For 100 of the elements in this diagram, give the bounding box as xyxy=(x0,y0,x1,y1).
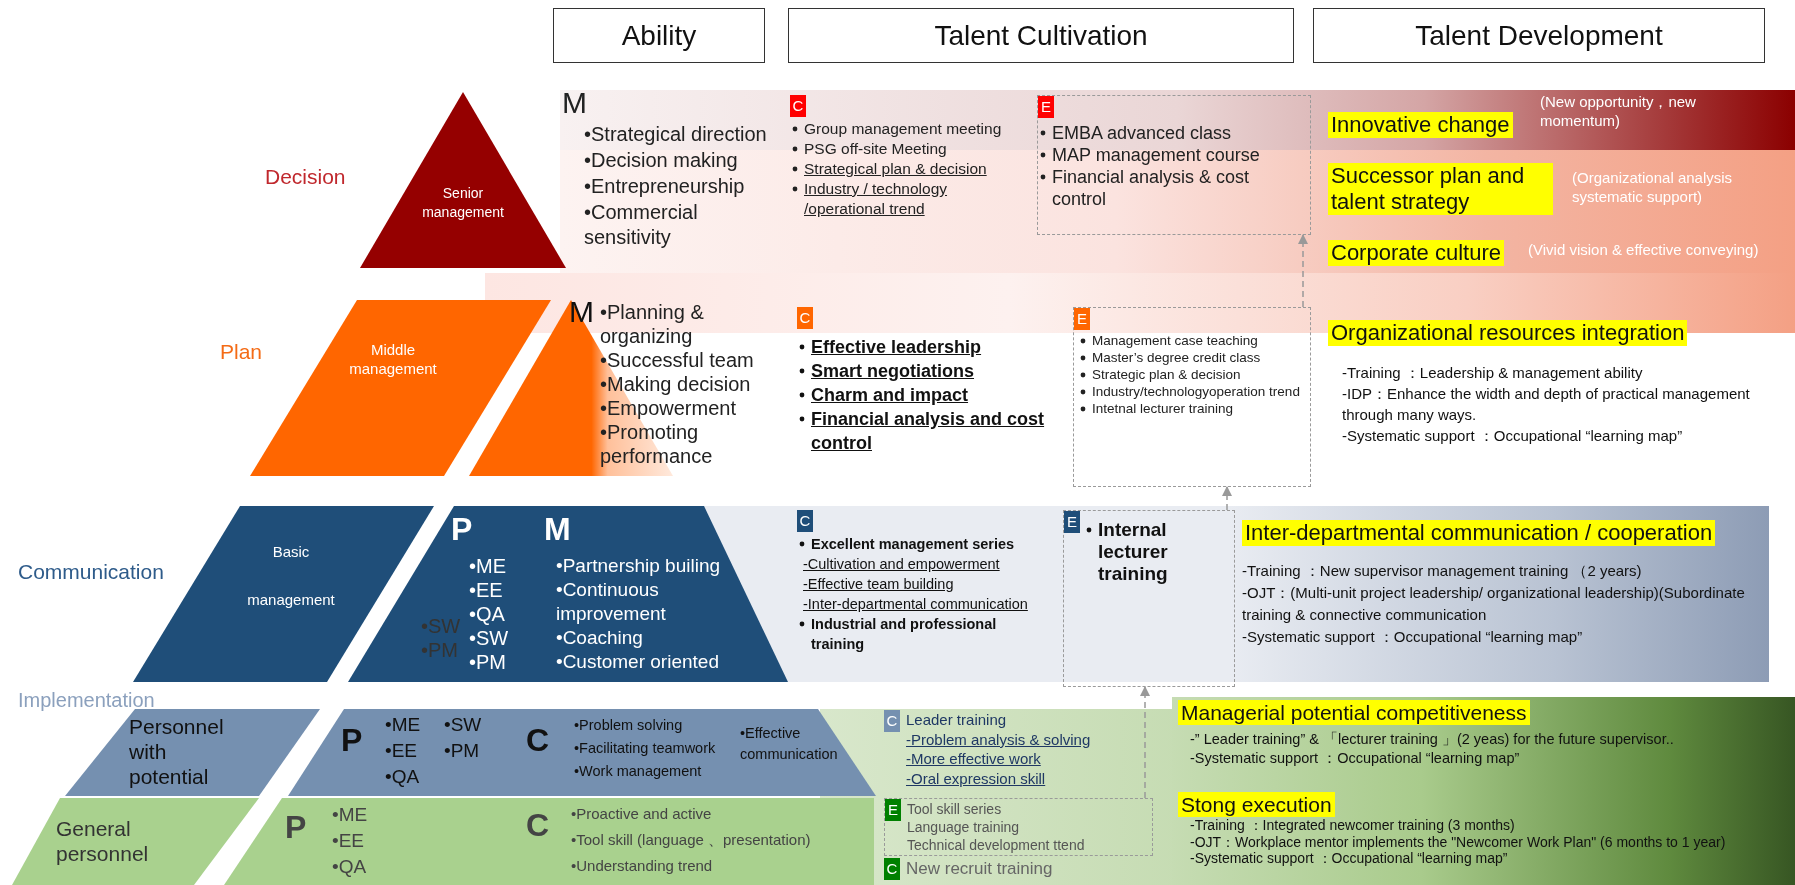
list-item: Technical development ttend xyxy=(906,836,1086,854)
list-item: •SW xyxy=(444,713,482,737)
section-letter: C xyxy=(526,806,550,845)
list-item: •Customer oriented xyxy=(556,650,720,674)
section-letter: C xyxy=(526,721,550,760)
list-item: Financial analysis & cost control xyxy=(1052,166,1251,210)
list-item: Internal lecturer training xyxy=(1098,519,1169,585)
description-text: -Systematic support ：Occupational “learning map” xyxy=(1190,850,1509,867)
list-item: EMBA advanced class xyxy=(1052,122,1233,144)
list-item: Management case teaching xyxy=(1092,332,1259,349)
tier-label: General personnel xyxy=(56,816,150,866)
description-text: (Organizational analysis systematic support) xyxy=(1572,168,1734,206)
list-item: •Tool skill (language 、presentation) xyxy=(571,830,812,850)
list-item: Industry/technologyoperation trend xyxy=(1092,383,1301,400)
highlighted-heading: Successor plan and talent strategy xyxy=(1328,163,1553,215)
description-text: -Training ：Integrated newcomer training (3 months) xyxy=(1190,817,1516,834)
list-item: Master’s degree credit class xyxy=(1092,349,1262,366)
description-text: -Systematic support ：Occupational “learning map” xyxy=(1190,749,1521,768)
category-tag: C xyxy=(797,510,813,532)
tier-label: Middle management xyxy=(348,340,438,378)
list-item: •Partnership builing xyxy=(556,554,722,578)
list-item: •Commercial sensitivity xyxy=(584,200,699,250)
list-item: •ME xyxy=(332,803,368,827)
list-item: •ME xyxy=(385,713,421,737)
list-item: •Strategical direction xyxy=(584,122,767,147)
list-item: •PM xyxy=(469,650,507,674)
column-header: Talent Development xyxy=(1313,8,1765,63)
tier-label: Basic management xyxy=(246,542,336,610)
list-item: •Continuous improvement xyxy=(556,578,667,626)
list-item: •PM xyxy=(444,739,481,763)
list-item: -Problem analysis & solving xyxy=(905,729,1092,749)
list-item: Intetnal lecturer training xyxy=(1092,400,1235,417)
description-text: -OJT：Workplace mentor implements the "Newcomer Work Plan" (6 months to 1 year) xyxy=(1190,833,1727,850)
description-text: (Vivid vision & effective conveying) xyxy=(1528,240,1760,259)
list-item: Financial analysis and cost control xyxy=(811,408,1046,455)
highlighted-heading: Corporate culture xyxy=(1328,240,1504,266)
list-item: Group management meeting xyxy=(804,119,1003,139)
list-item: •Entrepreneurship xyxy=(584,174,745,199)
category-tag: C xyxy=(884,710,900,732)
list-item: •EE xyxy=(385,739,418,763)
category-tag: C xyxy=(797,307,813,329)
highlighted-heading: Stong execution xyxy=(1178,792,1335,817)
list-item: •Work management xyxy=(574,762,703,781)
list-item: -Oral expression skill xyxy=(905,768,1047,788)
list-item: Language training xyxy=(906,818,1021,836)
list-item: Industry / technology /operational trend xyxy=(804,179,949,219)
list-item: •Decision making xyxy=(584,148,738,173)
list-item: -Inter-departmental communication xyxy=(802,595,1029,614)
description-text: -” Leader training” & 「lecturer training 」(2 yeas) for the future supervisor.. xyxy=(1190,730,1675,749)
dashed-frame xyxy=(1073,307,1311,487)
description-text: -Training ：New supervisor management training （2 years) xyxy=(1242,561,1643,581)
level-label: Communication xyxy=(18,560,164,584)
list-item: •Effective communication xyxy=(740,724,839,764)
section-letter: M xyxy=(562,85,587,121)
highlighted-heading: Managerial potential competitiveness xyxy=(1178,700,1530,725)
description-text: -Systematic support ：Occupational “learning map” xyxy=(1242,627,1584,647)
dashed-arrow xyxy=(1139,685,1151,799)
list-item: Leader training xyxy=(905,710,1008,730)
tier-label: Senior management xyxy=(421,184,505,222)
highlighted-heading: Inter-departmental communication / cooperation xyxy=(1242,520,1716,546)
category-tag: E xyxy=(1064,511,1080,533)
list-item: •ME xyxy=(469,554,507,578)
list-item: Charm and impact xyxy=(811,384,970,407)
list-item: Industrial and professional training xyxy=(811,615,998,654)
list-item: •QA xyxy=(332,855,368,879)
description-text: -Training ：Leadership & management ability xyxy=(1342,363,1644,383)
column-header: Talent Cultivation xyxy=(788,8,1294,63)
list-item: •SW xyxy=(421,614,461,638)
description-text: -OJT：(Multi-unit project leadership/ organizational leadership)(Subordinate training & connective communication xyxy=(1242,583,1746,625)
highlighted-heading: Innovative change xyxy=(1328,112,1513,138)
list-item: MAP management course xyxy=(1052,144,1261,166)
list-item: •Planning & organizing xyxy=(600,300,705,348)
list-item: Excellent management series xyxy=(811,535,1016,554)
section-letter: P xyxy=(341,721,363,760)
list-item: •Coaching xyxy=(556,626,644,650)
list-item: Effective leadership xyxy=(811,336,983,359)
section-letter: P xyxy=(451,510,473,549)
level-label: Plan xyxy=(220,340,263,364)
category-tag: E xyxy=(1074,308,1090,330)
description-text: -IDP：Enhance the width and depth of practical management through many ways. xyxy=(1342,384,1751,425)
list-item: Tool skill series xyxy=(906,800,1003,818)
category-tag: E xyxy=(1038,96,1054,118)
dashed-arrow xyxy=(1297,233,1309,308)
highlighted-heading: Organizational resources integration xyxy=(1328,320,1688,346)
list-item: •QA xyxy=(385,765,421,789)
list-item: PSG off-site Meeting xyxy=(804,139,948,159)
list-item: -More effective work xyxy=(905,749,1042,769)
list-item: Smart negotiations xyxy=(811,360,976,383)
dashed-frame xyxy=(884,798,1153,856)
level-label: Implementation xyxy=(18,688,155,713)
category-tag: E xyxy=(885,799,901,821)
list-item: •EE xyxy=(332,829,365,853)
list-item: •PM xyxy=(421,638,459,662)
section-letter: M xyxy=(544,510,571,549)
list-item: Strategic plan & decision xyxy=(1092,366,1242,383)
list-item: -Effective team building xyxy=(802,575,955,594)
list-item: •Understanding trend xyxy=(571,856,714,876)
category-tag: C xyxy=(884,858,900,880)
list-item: •QA xyxy=(469,602,506,626)
list-item: -Cultivation and empowerment xyxy=(802,555,1001,574)
